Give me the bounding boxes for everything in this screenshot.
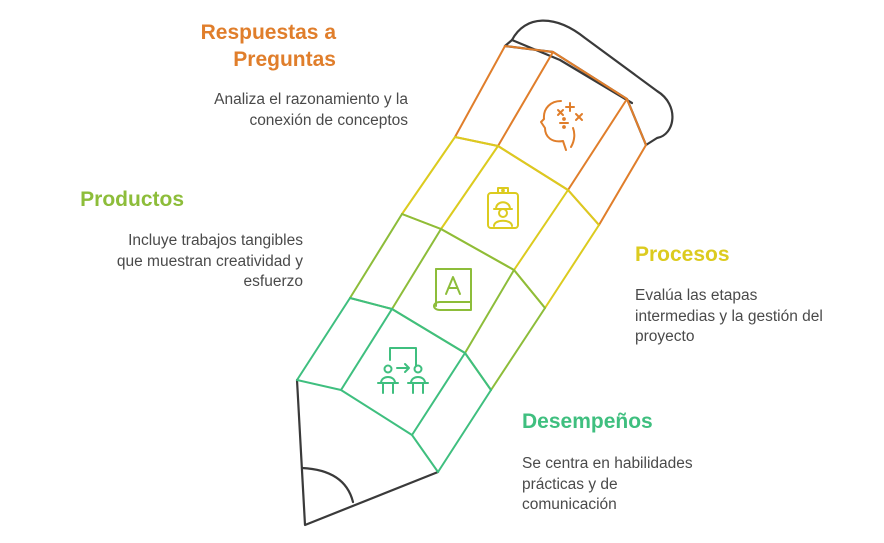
- productos-desc-line: esfuerzo: [243, 273, 303, 290]
- desempenos-description: Se centra en habilidades prácticas y de …: [522, 454, 693, 516]
- productos-title: Productos: [80, 186, 184, 213]
- band-respuestas: [454, 45, 647, 226]
- id-badge-worker-icon: [487, 187, 519, 229]
- presentation-people-icon: [377, 347, 429, 394]
- respuestas-desc-line: conexión de conceptos: [249, 111, 408, 129]
- respuestas-title: Respuestas a Preguntas: [201, 19, 336, 73]
- pencil-eraser: [503, 19, 674, 147]
- procesos-desc-line: Evalúa las etapas: [635, 287, 758, 304]
- brain-math-icon: [540, 100, 583, 151]
- productos-title-line: Productos: [80, 188, 184, 211]
- band-procesos: [401, 136, 600, 309]
- procesos-description: Evalúa las etapas intermedias y la gesti…: [635, 286, 823, 348]
- productos-description: Incluye trabajos tangibles que muestran …: [117, 231, 303, 293]
- desempenos-desc-line: comunicación: [522, 496, 617, 513]
- procesos-title: Procesos: [635, 241, 730, 268]
- productos-desc-line: Incluye trabajos tangibles: [128, 232, 303, 249]
- pencil-tip: [295, 378, 440, 527]
- desempenos-title-line: Desempeños: [522, 410, 653, 433]
- desempenos-title: Desempeños: [522, 408, 653, 435]
- procesos-desc-line: intermedias y la gestión del: [635, 307, 823, 325]
- book-letter-icon: [433, 268, 472, 311]
- procesos-title-line: Procesos: [635, 243, 730, 266]
- desempenos-desc-line: Se centra en habilidades: [522, 455, 693, 472]
- desempenos-desc-line: prácticas y de: [522, 475, 618, 493]
- respuestas-title-line: Respuestas a: [200, 21, 336, 44]
- respuestas-desc-line: Analiza el razonamiento y la: [214, 91, 408, 108]
- respuestas-title-line: Preguntas: [233, 48, 336, 71]
- productos-desc-line: que muestran creatividad y: [116, 252, 303, 270]
- respuestas-description: Analiza el razonamiento y la conexión de…: [214, 90, 408, 131]
- band-desempenos: [296, 297, 492, 473]
- procesos-desc-line: proyecto: [635, 328, 695, 345]
